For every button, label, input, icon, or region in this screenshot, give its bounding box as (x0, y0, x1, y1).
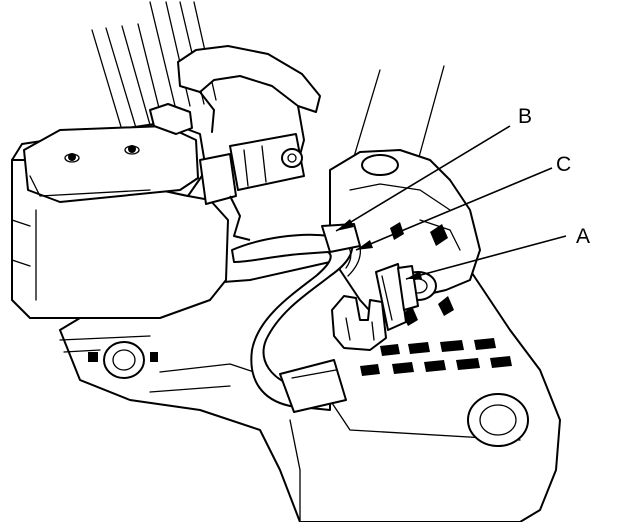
cable (231, 223, 361, 413)
leader-arrow-a (406, 271, 422, 279)
callout-label-b: B (518, 105, 533, 128)
callout-label-a: A (576, 225, 591, 248)
callout-label-c: C (556, 153, 572, 176)
upper-rods (91, 1, 445, 171)
connector-rod (199, 133, 305, 241)
leader-arrow-b (336, 219, 354, 231)
leader-line-c (355, 167, 553, 251)
actuator-body (11, 103, 229, 319)
leader-line-b (335, 125, 511, 232)
leader-line-a (405, 235, 567, 280)
leader-arrow-c (356, 240, 373, 250)
fork-bracket (331, 295, 387, 351)
